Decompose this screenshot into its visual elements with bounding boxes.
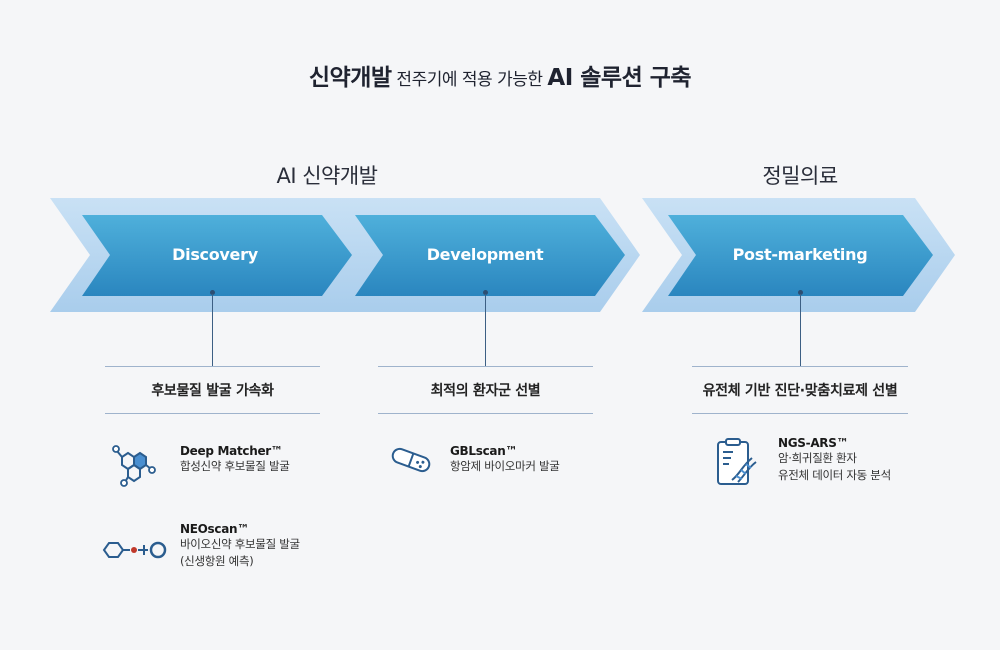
tool-desc: 바이오신약 후보물질 발굴 [180,537,300,551]
tool-name: NGS-ARS™ [778,436,849,450]
tool-gblscan: GBLscan™ 항암제 바이오마커 발굴 [450,444,560,475]
tool-neoscan: NEOscan™ 바이오신약 후보물질 발굴 (신생항원 예측) [180,522,300,570]
stage-post-marketing: Post-marketing [732,245,868,264]
tool-desc: 항암제 바이오마커 발굴 [450,459,560,473]
tool-desc: 합성신약 후보물질 발굴 [180,459,290,473]
molecule-icon [112,445,156,487]
section-ai-drug-dev: AI 신약개발 [276,164,378,188]
connector-line [212,294,213,366]
divider [105,366,320,367]
title-part2: 전주기에 적용 가능한 [391,70,548,90]
connector-dot [798,290,803,295]
capsule-icon [391,447,431,473]
chevron-post-marketing [668,215,933,296]
antibody-link-icon [102,541,167,559]
tool-desc: 유전체 데이터 자동 분석 [778,468,891,482]
tool-ngs-ars: NGS-ARS™ 암·희귀질환 환자 유전체 데이터 자동 분석 [778,436,891,484]
chevron-discovery [82,215,352,296]
divider [692,413,908,414]
divider [378,366,593,367]
connector-dot [483,290,488,295]
tool-name: NEOscan™ [180,522,249,536]
divider [378,413,593,414]
stage-development: Development [426,245,544,264]
heading-patient-selection: 최적의 환자군 선별 [430,383,541,399]
tool-name: Deep Matcher™ [180,444,283,458]
connector-line [485,294,486,366]
connector-dot [210,290,215,295]
divider [692,366,908,367]
connector-line [800,294,801,366]
tool-desc: (신생항원 예측) [180,554,254,568]
stage-discovery: Discovery [172,245,258,264]
page-title: 신약개발 전주기에 적용 가능한 AI 솔루션 구축 [0,58,1000,92]
tool-name: GBLscan™ [450,444,518,458]
heading-candidate-discovery: 후보물질 발굴 가속화 [151,383,274,399]
tool-desc: 암·희귀질환 환자 [778,451,857,465]
title-part1: 신약개발 [308,65,392,91]
dna-report-icon [717,438,757,485]
section-precision-medicine: 정밀의료 [762,164,838,188]
chevron-development [355,215,625,296]
heading-genomic-diagnosis: 유전체 기반 진단·맞춤치료제 선별 [702,383,898,399]
tool-deep-matcher: Deep Matcher™ 합성신약 후보물질 발굴 [180,444,290,475]
divider [105,413,320,414]
title-part3: AI 솔루션 구축 [547,65,692,91]
